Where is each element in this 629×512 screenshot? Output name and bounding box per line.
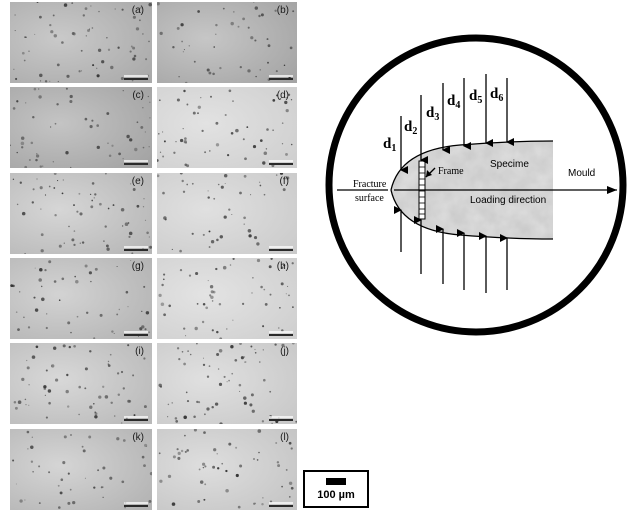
label-d1: d1 — [383, 136, 396, 154]
micrograph-image — [157, 173, 297, 254]
micrograph-image — [10, 2, 152, 83]
micrograph-panel: (g) — [10, 258, 152, 339]
panel-scale-bar — [269, 160, 293, 165]
micrograph-image — [157, 87, 297, 168]
panel-scale-bar — [124, 502, 148, 507]
panel-scale-bar — [124, 160, 148, 165]
micrograph-image — [157, 258, 297, 339]
micrograph-panel: (d) — [157, 87, 297, 168]
micrograph-image — [10, 429, 152, 510]
panel-label: (j) — [280, 346, 289, 357]
fracture-label: Fracture — [353, 179, 387, 190]
micrograph-image — [10, 87, 152, 168]
specimen-label: Specime — [490, 159, 529, 170]
micrograph-image — [10, 258, 152, 339]
panel-label: (e) — [131, 176, 144, 187]
micrograph-panel: (l) — [157, 429, 297, 510]
scale-bar — [326, 478, 346, 485]
panel-scale-bar — [269, 75, 293, 80]
micrograph-panel: (c) — [10, 87, 152, 168]
panel-label: (h) — [276, 261, 289, 272]
panel-label: (i) — [135, 346, 144, 357]
loading-direction-label: Loading direction — [470, 195, 546, 206]
panel-scale-bar — [124, 331, 148, 336]
panel-label: (g) — [131, 261, 144, 272]
panel-label: (a) — [131, 5, 144, 16]
panel-label: (b) — [276, 5, 289, 16]
scale-bar-label: 100 µm — [317, 489, 355, 501]
field-of-view-circle — [325, 34, 627, 336]
micrograph-image — [10, 343, 152, 424]
micrograph-panel: (i) — [10, 343, 152, 424]
label-d6: d6 — [490, 86, 503, 104]
micrograph-panel: (f) — [157, 173, 297, 254]
panel-label: (l) — [280, 432, 289, 443]
micrograph-image — [157, 2, 297, 83]
panel-scale-bar — [124, 416, 148, 421]
panel-scale-bar — [269, 502, 293, 507]
panel-scale-bar — [269, 416, 293, 421]
frame-label: Frame — [438, 166, 464, 177]
panel-label: (f) — [279, 176, 289, 187]
scale-bar-legend: 100 µm — [303, 470, 369, 508]
label-d4: d4 — [447, 93, 460, 111]
label-d2: d2 — [404, 119, 417, 137]
panel-scale-bar — [124, 75, 148, 80]
panel-scale-bar — [124, 246, 148, 251]
micrograph-panel: (a) — [10, 2, 152, 83]
top-distance-arrows — [400, 74, 514, 174]
label-d3: d3 — [426, 105, 439, 123]
panel-label: (d) — [276, 90, 289, 101]
panel-label: (c) — [132, 90, 144, 101]
micrograph-image — [157, 429, 297, 510]
micrograph-panel: (h) — [157, 258, 297, 339]
micrograph-panel: (b) — [157, 2, 297, 83]
mould-label: Mould — [568, 168, 595, 179]
micrograph-panel: (e) — [10, 173, 152, 254]
label-d5: d5 — [469, 88, 482, 106]
panel-label: (k) — [132, 432, 144, 443]
micrograph-image — [157, 343, 297, 424]
panel-scale-bar — [269, 246, 293, 251]
panel-scale-bar — [269, 331, 293, 336]
micrograph-panel: (k) — [10, 429, 152, 510]
micrograph-panel: (j) — [157, 343, 297, 424]
bottom-distance-arrows — [394, 206, 508, 293]
micrograph-image — [10, 173, 152, 254]
surface-label: surface — [355, 193, 384, 204]
